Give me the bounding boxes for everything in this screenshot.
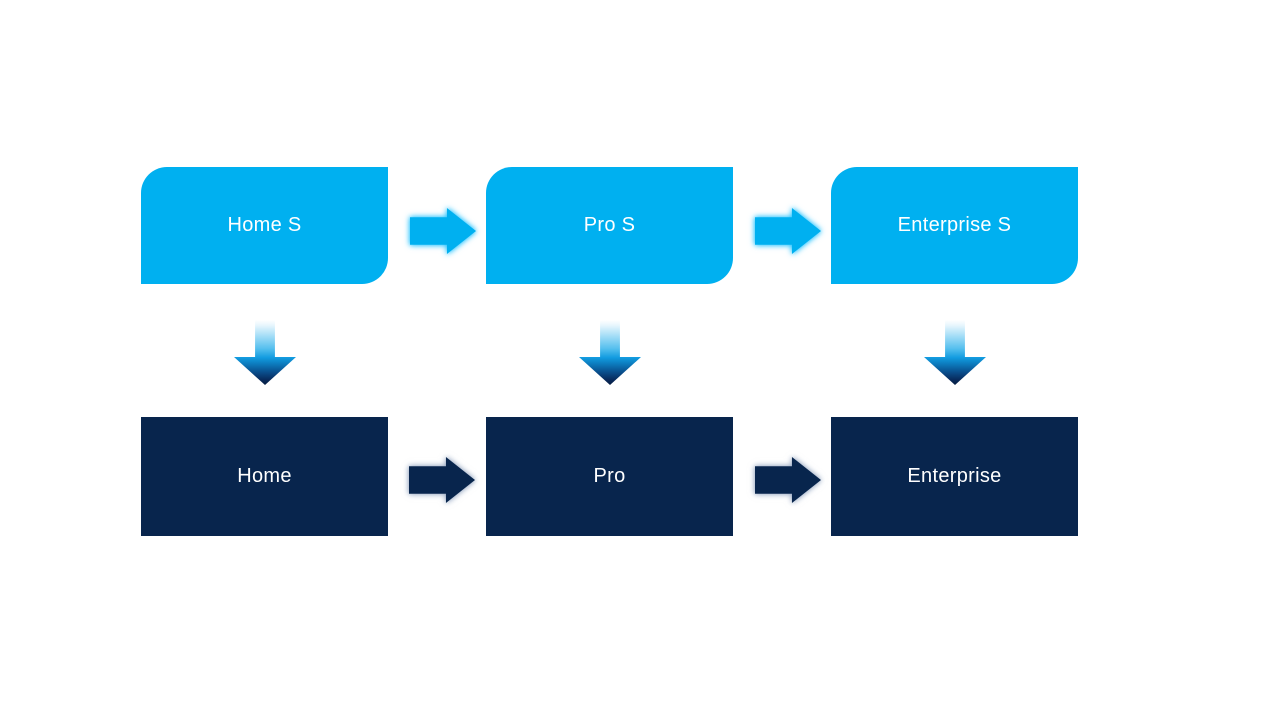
right-arrow-shape bbox=[410, 208, 476, 254]
down-arrow-icon bbox=[234, 320, 296, 385]
right-arrow-shape bbox=[755, 457, 821, 503]
right-arrow-icon bbox=[755, 457, 821, 503]
right-arrow-icon bbox=[409, 457, 475, 503]
down-arrow-icon bbox=[924, 320, 986, 385]
product-box-pro: Pro bbox=[486, 417, 733, 536]
right-arrow-shape bbox=[409, 457, 475, 503]
product-label: Home bbox=[237, 465, 292, 487]
product-label: Pro bbox=[593, 465, 626, 487]
stage-label: Pro S bbox=[583, 214, 636, 236]
product-label: Enterprise bbox=[907, 465, 1002, 487]
right-arrow-shape bbox=[755, 208, 821, 254]
down-arrow-icon bbox=[579, 320, 641, 385]
stage-box-pro-s: Pro S bbox=[486, 167, 733, 284]
product-box-enterprise: Enterprise bbox=[831, 417, 1078, 536]
stage-label: Enterprise S bbox=[897, 214, 1012, 236]
right-arrow-icon bbox=[410, 208, 476, 254]
right-arrow-icon bbox=[755, 208, 821, 254]
product-box-home: Home bbox=[141, 417, 388, 536]
stage-box-enterprise-s: Enterprise S bbox=[831, 167, 1078, 284]
stage-label: Home S bbox=[227, 214, 302, 236]
stage-box-home-s: Home S bbox=[141, 167, 388, 284]
